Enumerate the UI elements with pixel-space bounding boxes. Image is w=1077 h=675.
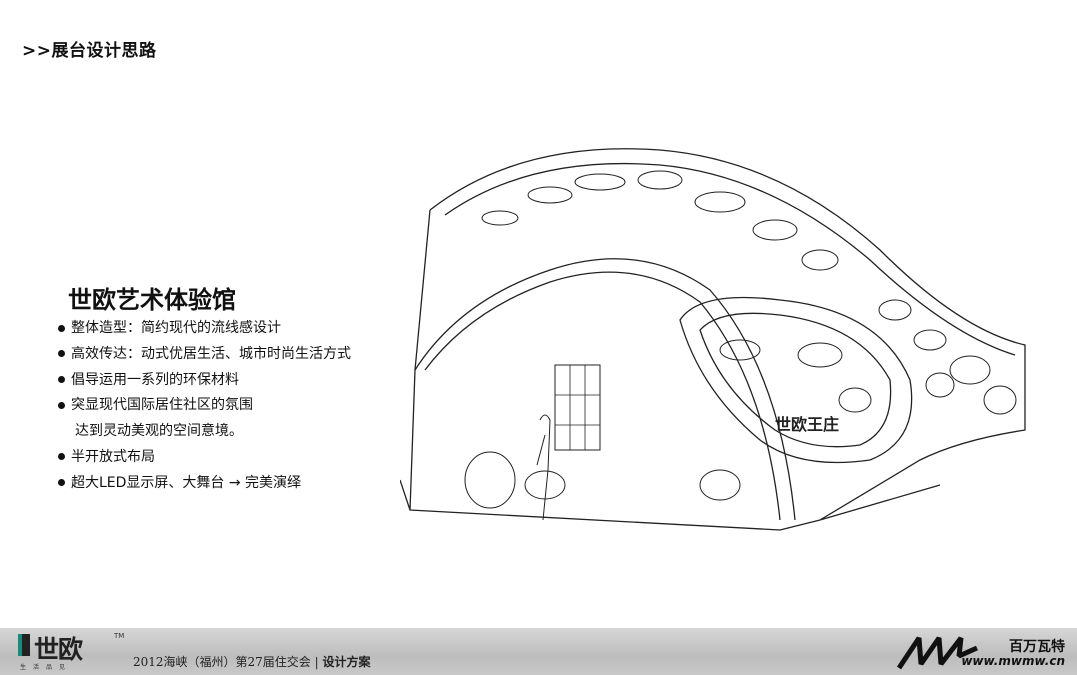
bullet-text: 达到灵动美观的空间意境。	[75, 423, 243, 440]
bullet-text: 半开放式布局	[71, 448, 155, 465]
pavilion-title: 世欧艺术体验馆	[68, 286, 236, 314]
list-item: 突显现代国际居住社区的氛围	[58, 393, 351, 419]
logo-mark-icon	[18, 634, 30, 656]
feature-list: 整体造型：简约现代的流线感设计 高效传达：动式优居生活、城市时尚生活方式 倡导运…	[58, 316, 351, 497]
footer-bar: 世欧 TM 生活品见 2012海峡（福州）第27届住交会 | 设计方案 百万瓦特…	[0, 628, 1077, 675]
footer-event: 2012海峡（福州）第27届住交会 | 设计方案	[133, 653, 371, 670]
event-text: 2012海峡（福州）第27届住交会 |	[133, 655, 323, 669]
logo-tm: TM	[114, 632, 125, 640]
list-item: 半开放式布局	[58, 445, 351, 471]
bullet-icon	[58, 324, 65, 332]
list-item: 高效传达：动式优居生活、城市时尚生活方式	[58, 342, 351, 368]
shiou-logo: 世欧 TM 生活品见	[18, 632, 128, 671]
bullet-icon	[58, 376, 65, 384]
bullet-text: 整体造型：简约现代的流线感设计	[71, 320, 281, 336]
section-text: 设计方案	[322, 655, 371, 669]
list-item: 达到灵动美观的空间意境。	[58, 419, 351, 445]
pavilion-sign: 世欧王庄	[775, 415, 839, 434]
logo-name: 世欧	[34, 635, 83, 664]
mw-brand-logo: 百万瓦特 www.mwmw.cn	[897, 634, 1067, 672]
bullet-text: 高效传达：动式优居生活、城市时尚生活方式	[71, 345, 351, 362]
brand-name: 百万瓦特	[1009, 639, 1065, 655]
logo-slogan: 生活品见	[20, 664, 73, 671]
bullet-icon	[58, 350, 65, 358]
bullet-icon	[58, 453, 65, 461]
bullet-text: 突显现代国际居住社区的氛围	[71, 397, 253, 414]
list-item: 超大LED显示屏、大舞台 → 完美演绎	[58, 471, 351, 497]
bullet-text: 倡导运用一系列的环保材料	[71, 371, 239, 388]
list-item: 整体造型：简约现代的流线感设计	[58, 316, 351, 342]
bullet-icon	[58, 401, 65, 409]
mw-logo-icon	[897, 636, 979, 670]
list-item: 倡导运用一系列的环保材料	[58, 368, 351, 394]
slide-header: >>展台设计思路	[22, 41, 157, 61]
bullet-icon	[58, 479, 65, 487]
pavilion-sketch: 世欧王庄	[400, 148, 1026, 531]
brand-url: www.mwmw.cn	[961, 654, 1065, 668]
bullet-text: 超大LED显示屏、大舞台 → 完美演绎	[71, 474, 302, 491]
